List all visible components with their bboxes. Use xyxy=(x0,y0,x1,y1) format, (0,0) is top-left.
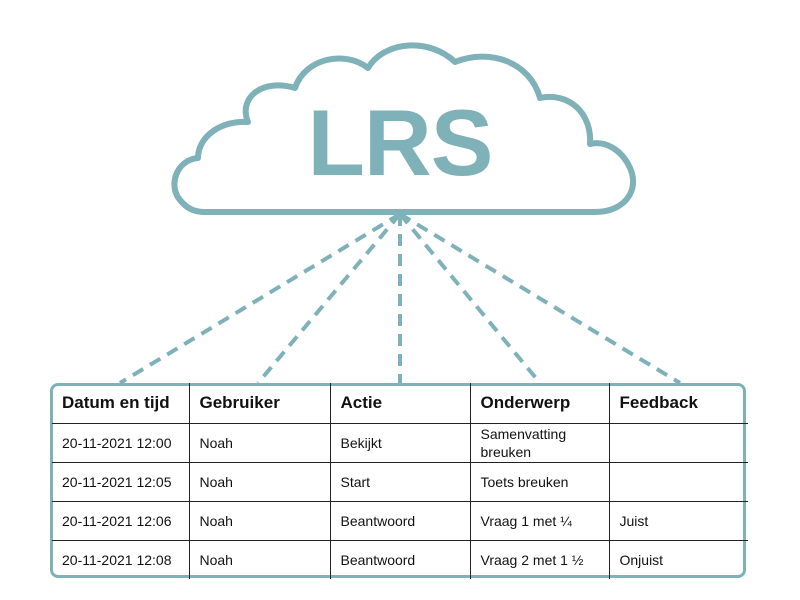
table-row: 20-11-2021 12:08 Noah Beantwoord Vraag 2… xyxy=(52,540,748,579)
cell-onderwerp: Samenvatting breuken xyxy=(469,423,610,463)
cell-feedback xyxy=(608,462,748,502)
cell-datum: 20-11-2021 12:06 xyxy=(52,501,190,541)
connector-line-datum xyxy=(118,212,402,385)
connector-line-gebruiker xyxy=(256,212,402,385)
table-row: 20-11-2021 12:05 Noah Start Toets breuke… xyxy=(52,462,748,502)
cell-gebruiker: Noah xyxy=(188,501,331,541)
cell-actie: Beantwoord xyxy=(329,540,471,579)
cloud-shape xyxy=(171,42,637,215)
cell-onderwerp: Vraag 2 met 1 ½ xyxy=(469,540,610,579)
lrs-label: LRS xyxy=(307,90,494,195)
connector-line-feedback xyxy=(398,212,682,385)
cell-onderwerp: Vraag 1 met ¼ xyxy=(469,501,610,541)
cell-gebruiker: Noah xyxy=(188,423,331,463)
header-datum: Datum en tijd xyxy=(52,383,190,424)
cell-datum: 20-11-2021 12:00 xyxy=(52,423,190,463)
cell-actie: Bekijkt xyxy=(329,423,471,463)
header-actie: Actie xyxy=(329,383,471,424)
cell-datum: 20-11-2021 12:05 xyxy=(52,462,190,502)
table-row: 20-11-2021 12:06 Noah Beantwoord Vraag 1… xyxy=(52,501,748,541)
header-onderwerp: Onderwerp xyxy=(469,383,610,424)
table-header-row: Datum en tijd Gebruiker Actie Onderwerp … xyxy=(52,383,748,424)
cell-gebruiker: Noah xyxy=(188,540,331,579)
cell-actie: Beantwoord xyxy=(329,501,471,541)
cell-feedback: Onjuist xyxy=(608,540,748,579)
activity-table: Datum en tijd Gebruiker Actie Onderwerp … xyxy=(52,383,748,579)
cell-datum: 20-11-2021 12:08 xyxy=(52,540,190,579)
cell-onderwerp: Toets breuken xyxy=(469,462,610,502)
cell-feedback xyxy=(608,423,748,463)
cell-gebruiker: Noah xyxy=(188,462,331,502)
cell-feedback: Juist xyxy=(608,501,748,541)
connector-line-onderwerp xyxy=(398,212,542,385)
header-feedback: Feedback xyxy=(608,383,748,424)
header-gebruiker: Gebruiker xyxy=(188,383,331,424)
table-row: 20-11-2021 12:00 Noah Bekijkt Samenvatti… xyxy=(52,423,748,463)
cell-actie: Start xyxy=(329,462,471,502)
